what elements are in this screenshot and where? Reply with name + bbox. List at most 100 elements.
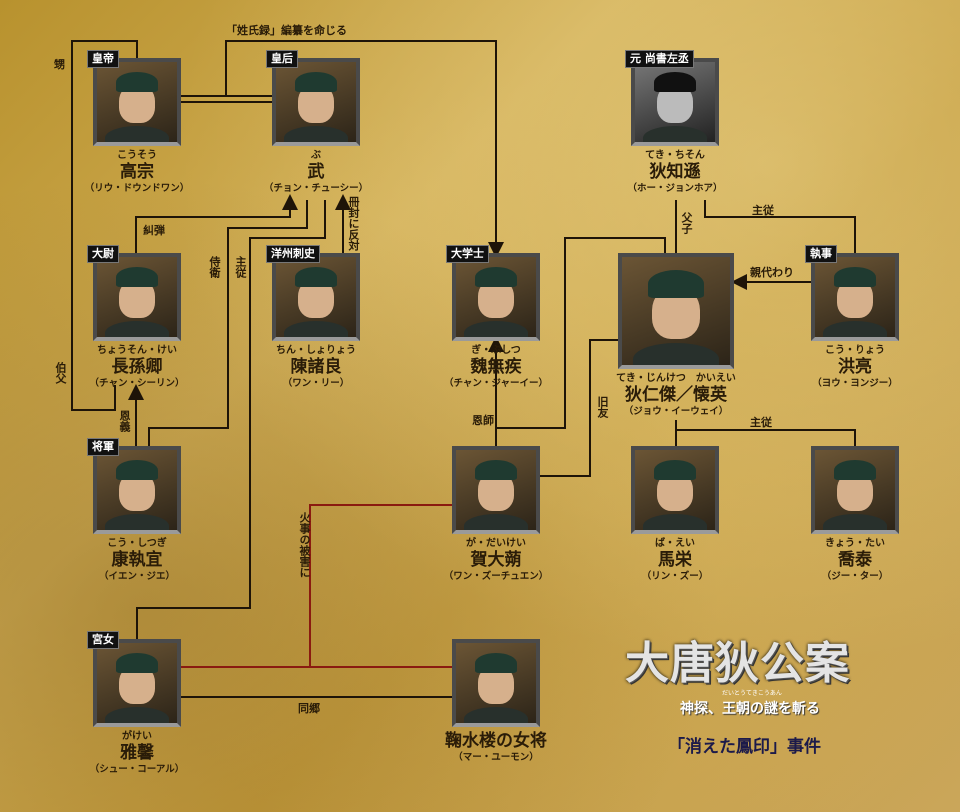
furigana: ちん・しょりょう bbox=[276, 345, 356, 356]
body-shape bbox=[105, 707, 169, 723]
body-shape bbox=[632, 343, 720, 365]
actor-name: （ワン・ズーチュエン） bbox=[443, 571, 549, 582]
name-block-chen-zhuliang: ちん・しょりょう陳諸良（ワン・リー） bbox=[236, 345, 396, 391]
line-nephew-uncle bbox=[71, 40, 138, 411]
body-shape bbox=[464, 321, 528, 337]
name-block-kang-zhiyi: こう・しつぎ康執宜（イエン・ジエ） bbox=[57, 538, 217, 584]
label-fire-victim: 火事の被害に bbox=[298, 512, 311, 578]
portrait-hong-liang bbox=[811, 253, 899, 341]
actor-name: （チャン・シーリン） bbox=[89, 378, 185, 389]
portrait-wu bbox=[272, 58, 360, 146]
name-block-qiao-tai: きょう・たい喬泰（ジー・ター） bbox=[775, 538, 935, 584]
role-badge: 将軍 bbox=[87, 438, 119, 456]
character-name: 賀大蒴 bbox=[470, 550, 522, 570]
role-badge: 大学士 bbox=[446, 245, 489, 263]
furigana: てき・ちそん bbox=[645, 150, 705, 161]
label-nephew: 甥 bbox=[54, 58, 65, 71]
character-name: 長孫卿 bbox=[111, 357, 163, 377]
body-shape bbox=[643, 514, 707, 530]
actor-name: （リウ・ドウンドワン） bbox=[84, 183, 190, 194]
body-shape bbox=[823, 321, 887, 337]
line-old-friend bbox=[539, 339, 618, 477]
hat-shape bbox=[475, 459, 517, 481]
logo-furigana: だいとうてきこうあん bbox=[722, 690, 782, 697]
body-shape bbox=[464, 707, 528, 723]
portrait-di-renjie bbox=[618, 253, 734, 369]
character-name: 陳諸良 bbox=[290, 357, 342, 377]
furigana: ぎ・ぶしつ bbox=[471, 345, 521, 356]
line-master-servant-di bbox=[675, 420, 856, 446]
hat-shape bbox=[295, 71, 337, 93]
name-block-ya-xin: がけい雅馨（シュー・コーアル） bbox=[57, 731, 217, 777]
hat-shape bbox=[834, 266, 876, 288]
character-name: 武 bbox=[307, 162, 325, 182]
episode-title: 「消えた鳳印」事件 bbox=[668, 737, 821, 757]
furigana: がけい bbox=[122, 731, 152, 742]
label-guard: 侍衛 bbox=[208, 256, 221, 278]
body-shape bbox=[105, 126, 169, 142]
body-shape bbox=[105, 321, 169, 337]
character-name: 鞠水楼の女将 bbox=[445, 731, 547, 751]
role-badge: 洋州刺史 bbox=[266, 245, 320, 263]
name-block-landlady: 鞠水楼の女将（マー・ユーモン） bbox=[416, 731, 576, 765]
label-mentor: 恩師 bbox=[472, 414, 494, 427]
hat-shape bbox=[116, 652, 158, 674]
label-guardian: 親代わり bbox=[750, 266, 794, 279]
character-name: 狄知遜 bbox=[649, 162, 701, 182]
actor-name: （マー・ユーモン） bbox=[453, 752, 539, 763]
line-fire-victim bbox=[180, 504, 452, 668]
body-shape bbox=[105, 514, 169, 530]
actor-name: （リン・ズー） bbox=[641, 571, 709, 582]
line-order-compile bbox=[225, 40, 504, 258]
hat-shape bbox=[834, 459, 876, 481]
label-master-servant-di: 主従 bbox=[750, 416, 772, 429]
portrait-qiao-tai bbox=[811, 446, 899, 534]
furigana: てき・じんけつ かいえい bbox=[616, 373, 736, 384]
furigana: ば・えい bbox=[655, 538, 695, 549]
furigana: ぶ bbox=[311, 150, 321, 161]
character-name: 喬泰 bbox=[838, 550, 872, 570]
name-block-wu: ぶ武（チョン・チューシー） bbox=[236, 150, 396, 196]
label-impeach: 糾弾 bbox=[143, 224, 165, 237]
hat-shape bbox=[475, 652, 517, 674]
name-block-he-dajing: が・だいけい賀大蒴（ワン・ズーチュエン） bbox=[416, 538, 576, 584]
name-block-wei-wuji: ぎ・ぶしつ魏無疾（チャン・ジャーイー） bbox=[416, 345, 576, 391]
role-badge: 執事 bbox=[805, 245, 837, 263]
actor-name: （ホー・ジョンホア） bbox=[627, 183, 723, 194]
portrait-he-dajing bbox=[452, 446, 540, 534]
name-block-hong-liang: こう・りょう洪亮（ヨウ・ヨンジー） bbox=[775, 345, 935, 391]
actor-name: （チョン・チューシー） bbox=[263, 183, 369, 194]
furigana: こう・しつぎ bbox=[107, 538, 167, 549]
body-shape bbox=[823, 514, 887, 530]
furigana: が・だいけい bbox=[466, 538, 526, 549]
hat-shape bbox=[116, 266, 158, 288]
actor-name: （ジョウ・イーウェイ） bbox=[623, 406, 729, 417]
actor-name: （イエン・ジエ） bbox=[99, 571, 175, 582]
character-name: 雅馨 bbox=[120, 743, 154, 763]
hat-shape bbox=[295, 266, 337, 288]
hat-shape bbox=[654, 71, 696, 93]
body-shape bbox=[284, 321, 348, 337]
label-uncle: 伯父 bbox=[54, 362, 67, 384]
portrait-kang-zhiyi bbox=[93, 446, 181, 534]
character-name: 康執宜 bbox=[111, 550, 163, 570]
name-block-di-zhixun: てき・ちそん狄知遜（ホー・ジョンホア） bbox=[595, 150, 755, 196]
role-badge: 宮女 bbox=[87, 631, 119, 649]
character-name: 洪亮 bbox=[838, 357, 872, 377]
role-badge: 元 尚書左丞 bbox=[625, 50, 694, 68]
character-name: 馬栄 bbox=[658, 550, 692, 570]
label-gratitude: 恩義 bbox=[118, 410, 131, 432]
label-same-hometown: 同郷 bbox=[298, 702, 320, 715]
actor-name: （ジー・ター） bbox=[821, 571, 889, 582]
hat-shape bbox=[654, 459, 696, 481]
portrait-ya-xin bbox=[93, 639, 181, 727]
body-shape bbox=[643, 126, 707, 142]
name-block-gaozong: こうそう高宗（リウ・ドウンドワン） bbox=[57, 150, 217, 196]
label-master-servant-hong: 主従 bbox=[752, 204, 774, 217]
label-oppose: 冊封に反対 bbox=[347, 196, 360, 251]
line-spouse bbox=[180, 95, 272, 103]
line-impeach bbox=[135, 194, 298, 253]
character-name: 狄仁傑／懐英 bbox=[625, 385, 727, 405]
character-name: 魏無疾 bbox=[470, 357, 522, 377]
